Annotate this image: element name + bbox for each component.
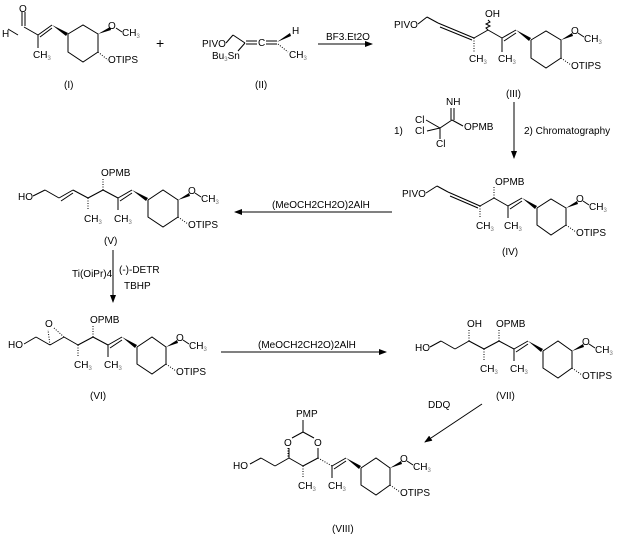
hydroxyl: HO bbox=[415, 343, 430, 354]
compound-ii: PIVO Bu3Sn C H CH3 (II) bbox=[202, 26, 307, 91]
methyl: CH3 bbox=[84, 214, 102, 226]
opmb-group: OPMB bbox=[495, 177, 525, 188]
compound-v: HO CH3 OPMB CH3 O CH3 OTIPS (V) bbox=[18, 168, 219, 247]
methyl: CH3 bbox=[201, 194, 219, 206]
bu3sn-group: Bu3Sn bbox=[212, 51, 240, 63]
otips-group: OTIPS bbox=[571, 61, 601, 72]
compound-label-vii: (VII) bbox=[496, 391, 515, 402]
ring-o: O bbox=[284, 438, 292, 449]
step-number: 1) bbox=[394, 126, 403, 137]
opmb-group: OPMB bbox=[90, 315, 120, 326]
reagent-detr: (-)-DETR bbox=[119, 265, 160, 276]
compound-label-i: (I) bbox=[64, 80, 73, 91]
otips-group: OTIPS bbox=[582, 371, 612, 382]
hydroxyl: OH bbox=[485, 9, 500, 20]
epoxide-o: O bbox=[45, 319, 53, 330]
methyl: CH3 bbox=[74, 360, 92, 372]
methyl: CH3 bbox=[114, 214, 132, 226]
reagent-trichloroacetimidate: 1) NH OPMB Cl Cl Cl bbox=[394, 97, 494, 150]
atom-o: O bbox=[176, 333, 184, 344]
compound-iv: PIVO CH3 OPMB CH3 O CH3 OTIPS (IV) bbox=[402, 177, 607, 258]
reagent-tbhp: TBHP bbox=[124, 281, 151, 292]
atom-c: C bbox=[258, 38, 265, 49]
pmp-group: PMP bbox=[296, 409, 318, 420]
reagent-ddq: DDQ bbox=[428, 400, 450, 411]
atom-o: O bbox=[400, 454, 408, 465]
atom-o: O bbox=[108, 21, 116, 32]
hydroxyl: HO bbox=[18, 192, 33, 203]
opmb-group: OPMB bbox=[496, 319, 526, 330]
methyl: CH3 bbox=[595, 345, 613, 357]
methyl: CH3 bbox=[413, 462, 431, 474]
imine-nh: NH bbox=[446, 97, 460, 108]
methyl: CH3 bbox=[469, 54, 487, 66]
methyl: CH3 bbox=[510, 364, 528, 376]
methyl: CH3 bbox=[328, 481, 346, 493]
methyl: CH3 bbox=[480, 364, 498, 376]
atom-o: O bbox=[582, 337, 590, 348]
pivo-group: PIVO bbox=[394, 20, 418, 31]
hydroxyl: HO bbox=[233, 461, 248, 472]
chloro: Cl bbox=[415, 115, 424, 126]
methyl: CH3 bbox=[289, 50, 307, 62]
atom-h: H bbox=[2, 29, 9, 40]
opmb-group: OPMB bbox=[101, 168, 131, 179]
otips-group: OTIPS bbox=[108, 55, 138, 66]
atom-o: O bbox=[19, 4, 27, 15]
compound-label-v: (V) bbox=[104, 236, 117, 247]
reagent-red-al: (MeOCH2CH2O)2AlH bbox=[258, 340, 356, 351]
atom-o: O bbox=[188, 186, 196, 197]
atom-o: O bbox=[576, 194, 584, 205]
otips-group: OTIPS bbox=[176, 367, 206, 378]
methyl: CH3 bbox=[298, 481, 316, 493]
methyl: CH3 bbox=[104, 360, 122, 372]
hydroxyl: OH bbox=[467, 319, 482, 330]
reagent-chromatography: 2) Chromatography bbox=[524, 126, 610, 137]
compound-vii: HO OH CH3 OPMB CH3 O CH3 OTIPS (VII) bbox=[415, 319, 613, 402]
reagent-red-al: (MeOCH2CH2O)2AlH bbox=[272, 200, 370, 211]
hydroxyl: HO bbox=[8, 340, 23, 351]
methyl: CH3 bbox=[33, 50, 51, 62]
compound-iii: PIVO CH3 OH CH3 O CH3 OTIPS (III) bbox=[394, 9, 602, 100]
pivo-group: PIVO bbox=[202, 39, 226, 50]
otips-group: OTIPS bbox=[576, 228, 606, 239]
atom-o: O bbox=[571, 26, 579, 37]
methyl: CH3 bbox=[589, 202, 607, 214]
reagent-ti: Ti(OiPr)4 bbox=[72, 269, 113, 280]
methyl: CH3 bbox=[476, 221, 494, 233]
otips-group: OTIPS bbox=[188, 220, 218, 231]
methyl: CH3 bbox=[122, 28, 140, 40]
atom-h: H bbox=[292, 26, 299, 37]
plus-sign: + bbox=[156, 35, 164, 51]
chloro: Cl bbox=[436, 139, 445, 150]
opmb-group: OPMB bbox=[464, 122, 494, 133]
ring-o: O bbox=[314, 438, 322, 449]
methyl: CH3 bbox=[584, 34, 602, 46]
compound-vi: HO O CH3 OPMB CH3 O CH3 OTIPS (VI) bbox=[8, 315, 207, 402]
reagent-bf3: BF3.Et2O bbox=[326, 32, 370, 43]
compound-label-iii: (III) bbox=[506, 89, 521, 100]
methyl: CH3 bbox=[498, 54, 516, 66]
compound-label-iv: (IV) bbox=[502, 247, 518, 258]
methyl: CH3 bbox=[189, 341, 207, 353]
compound-viii: PMP O O CH3 HO CH3 O CH3 OTIPS (VIII) bbox=[233, 409, 431, 535]
reaction-arrow bbox=[424, 403, 483, 443]
pivo-group: PIVO bbox=[402, 189, 426, 200]
compound-label-viii: (VIII) bbox=[332, 524, 354, 535]
otips-group: OTIPS bbox=[400, 488, 430, 499]
compound-label-vi: (VI) bbox=[90, 391, 106, 402]
methyl: CH3 bbox=[504, 221, 522, 233]
compound-label-ii: (II) bbox=[255, 80, 267, 91]
compound-i: H O CH3 O CH3 OTIPS (I) bbox=[2, 4, 140, 91]
chloro: Cl bbox=[415, 126, 424, 137]
